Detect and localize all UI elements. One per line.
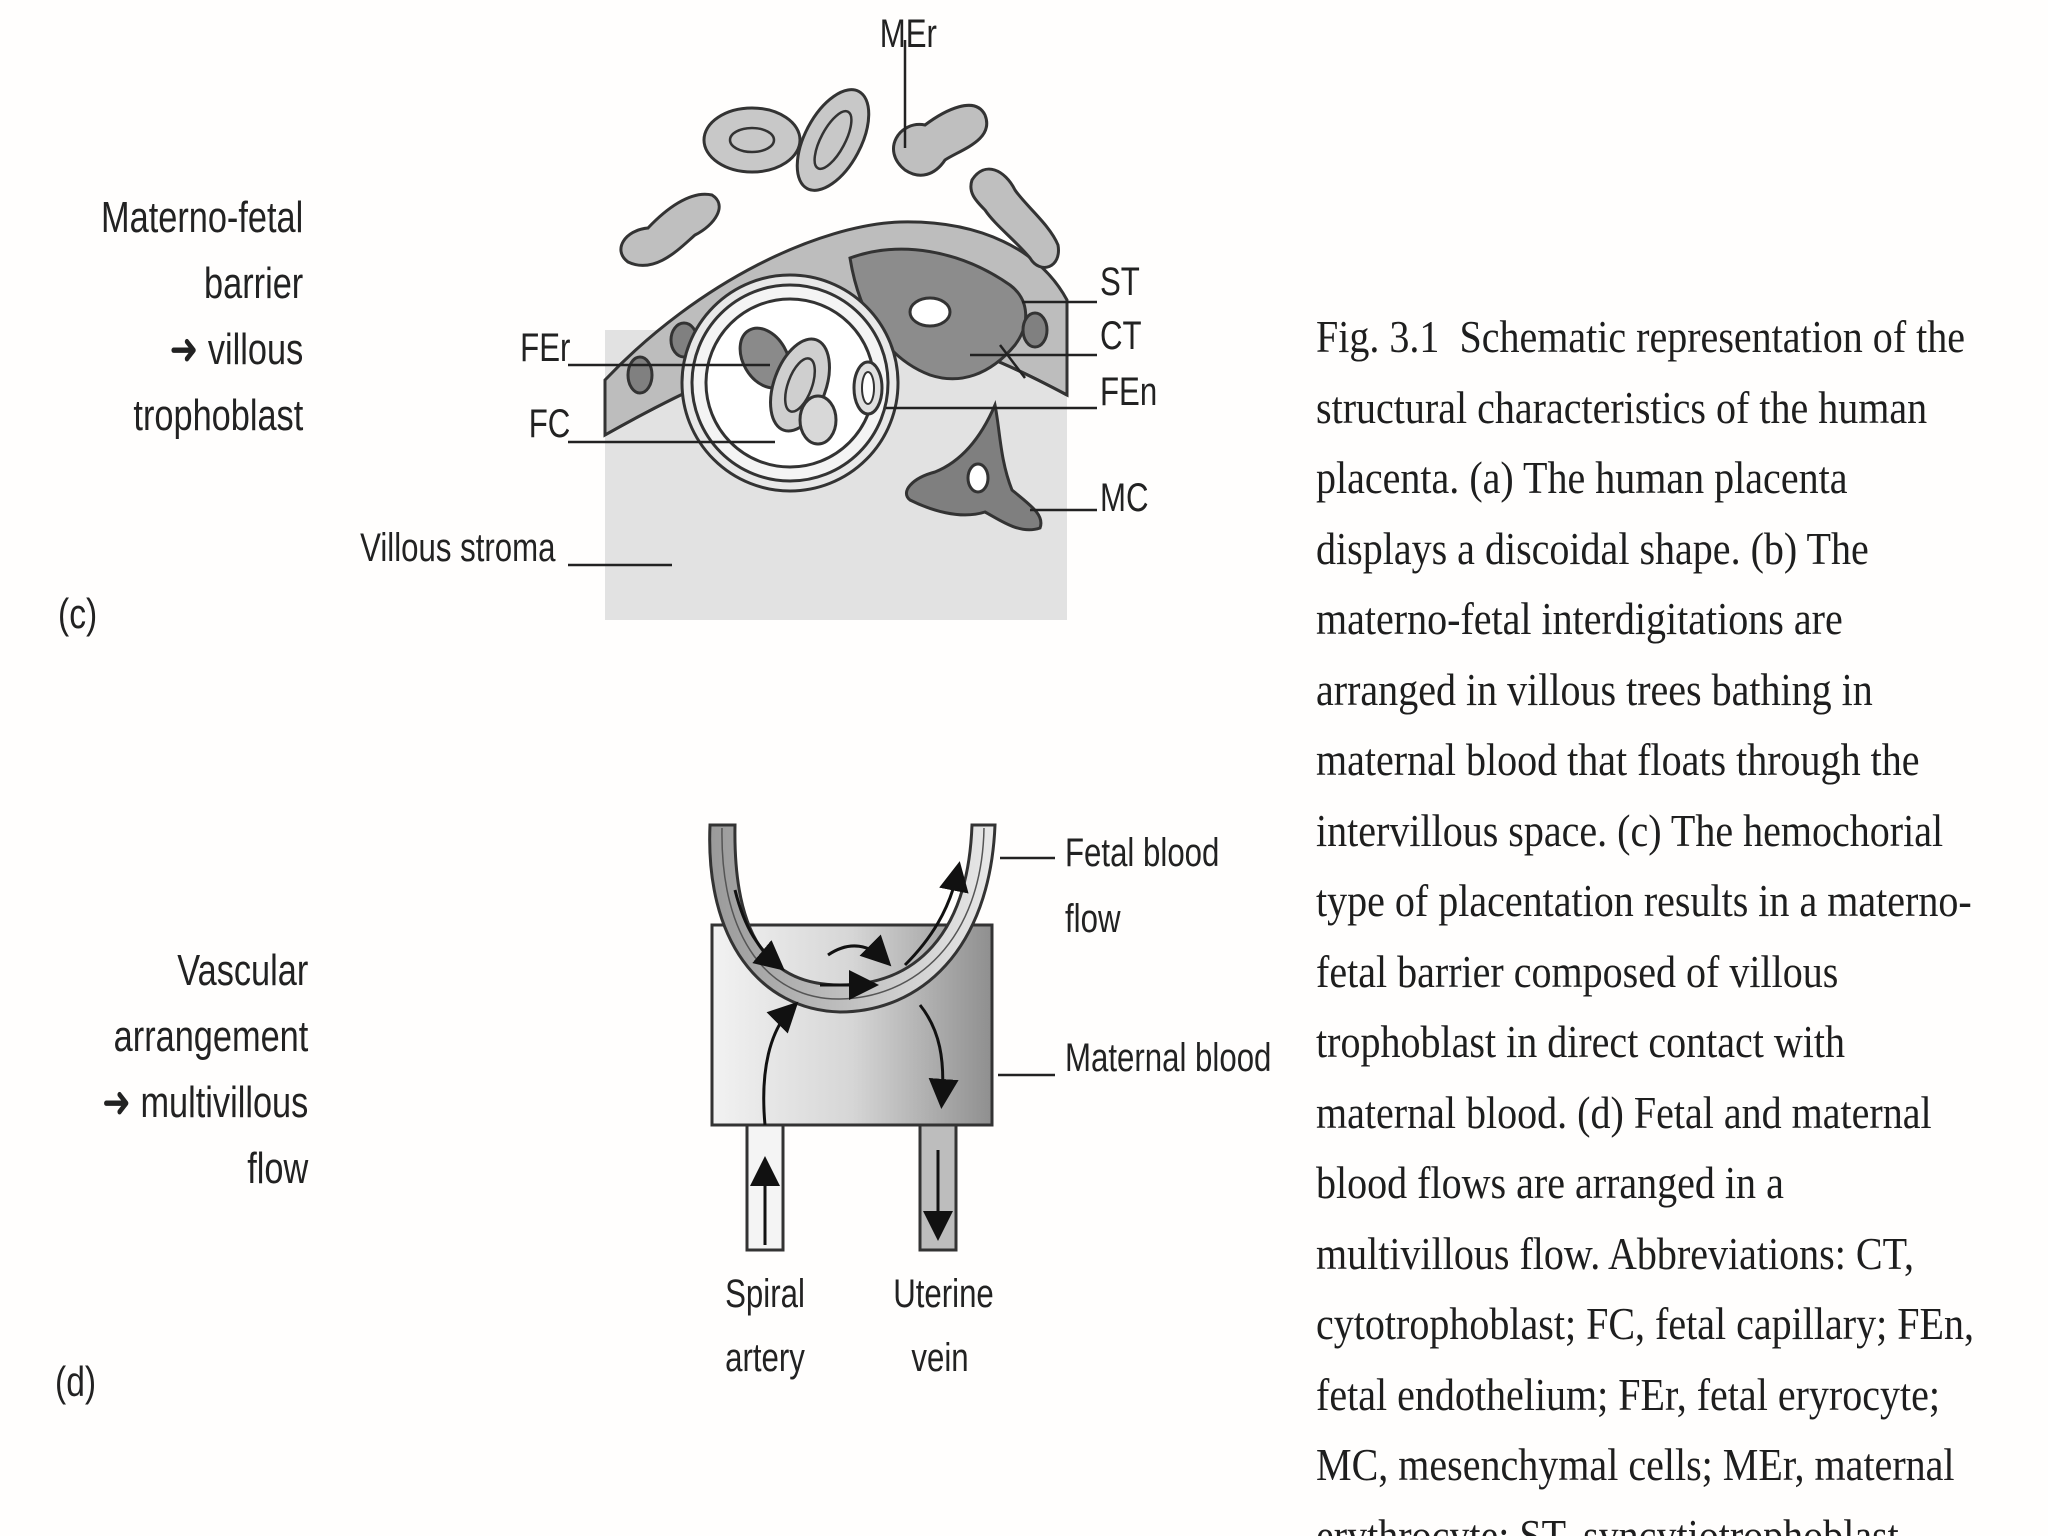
- st-nucleus: [628, 357, 652, 393]
- fetal-erythrocyte: [800, 396, 836, 444]
- label-mc: MC: [1100, 478, 1149, 518]
- side-label-line: arrangement: [102, 1004, 308, 1070]
- label-villous-stroma: Villous stroma: [360, 528, 555, 568]
- st-nucleus: [1023, 313, 1047, 347]
- figure-number: Fig. 3.1: [1316, 311, 1439, 362]
- panel-d-tag: (d): [55, 1358, 96, 1406]
- maternal-erythrocyte: [894, 105, 987, 175]
- caption-text: Schematic representation of the structur…: [1316, 311, 1974, 1536]
- side-label-line: Vascular: [102, 938, 308, 1004]
- label-maternal-blood: Maternal blood: [1065, 1038, 1271, 1078]
- label-fen: FEn: [1100, 372, 1157, 412]
- label-fetal-blood-flow: Fetal blood flow: [1065, 820, 1219, 952]
- side-label-line: flow: [102, 1136, 308, 1202]
- arrow-right-icon: ➜: [102, 1078, 131, 1127]
- side-label-line: ➜ multivillous: [102, 1070, 308, 1136]
- label-st: ST: [1100, 262, 1140, 302]
- label-uterine-vein: Uterine vein: [893, 1262, 987, 1390]
- label-spiral-artery: Spiral artery: [722, 1262, 808, 1390]
- cytotrophoblast-nucleus: [910, 298, 950, 326]
- maternal-erythrocyte: [704, 108, 800, 172]
- label-fc: FC: [528, 404, 570, 444]
- panel-d-side-label: Vascular arrangement ➜ multivillous flow: [102, 938, 308, 1202]
- label-ct: CT: [1100, 316, 1142, 356]
- label-maternal-erythrocyte: MEr: [880, 14, 935, 54]
- label-fer: FEr: [520, 328, 570, 368]
- villous-barrier-diagram: [0, 0, 1300, 1536]
- figure-caption: Fig. 3.1 Schematic representation of the…: [1316, 302, 1986, 1536]
- mesenchymal-nucleus: [968, 464, 988, 492]
- maternal-erythrocyte: [621, 194, 719, 265]
